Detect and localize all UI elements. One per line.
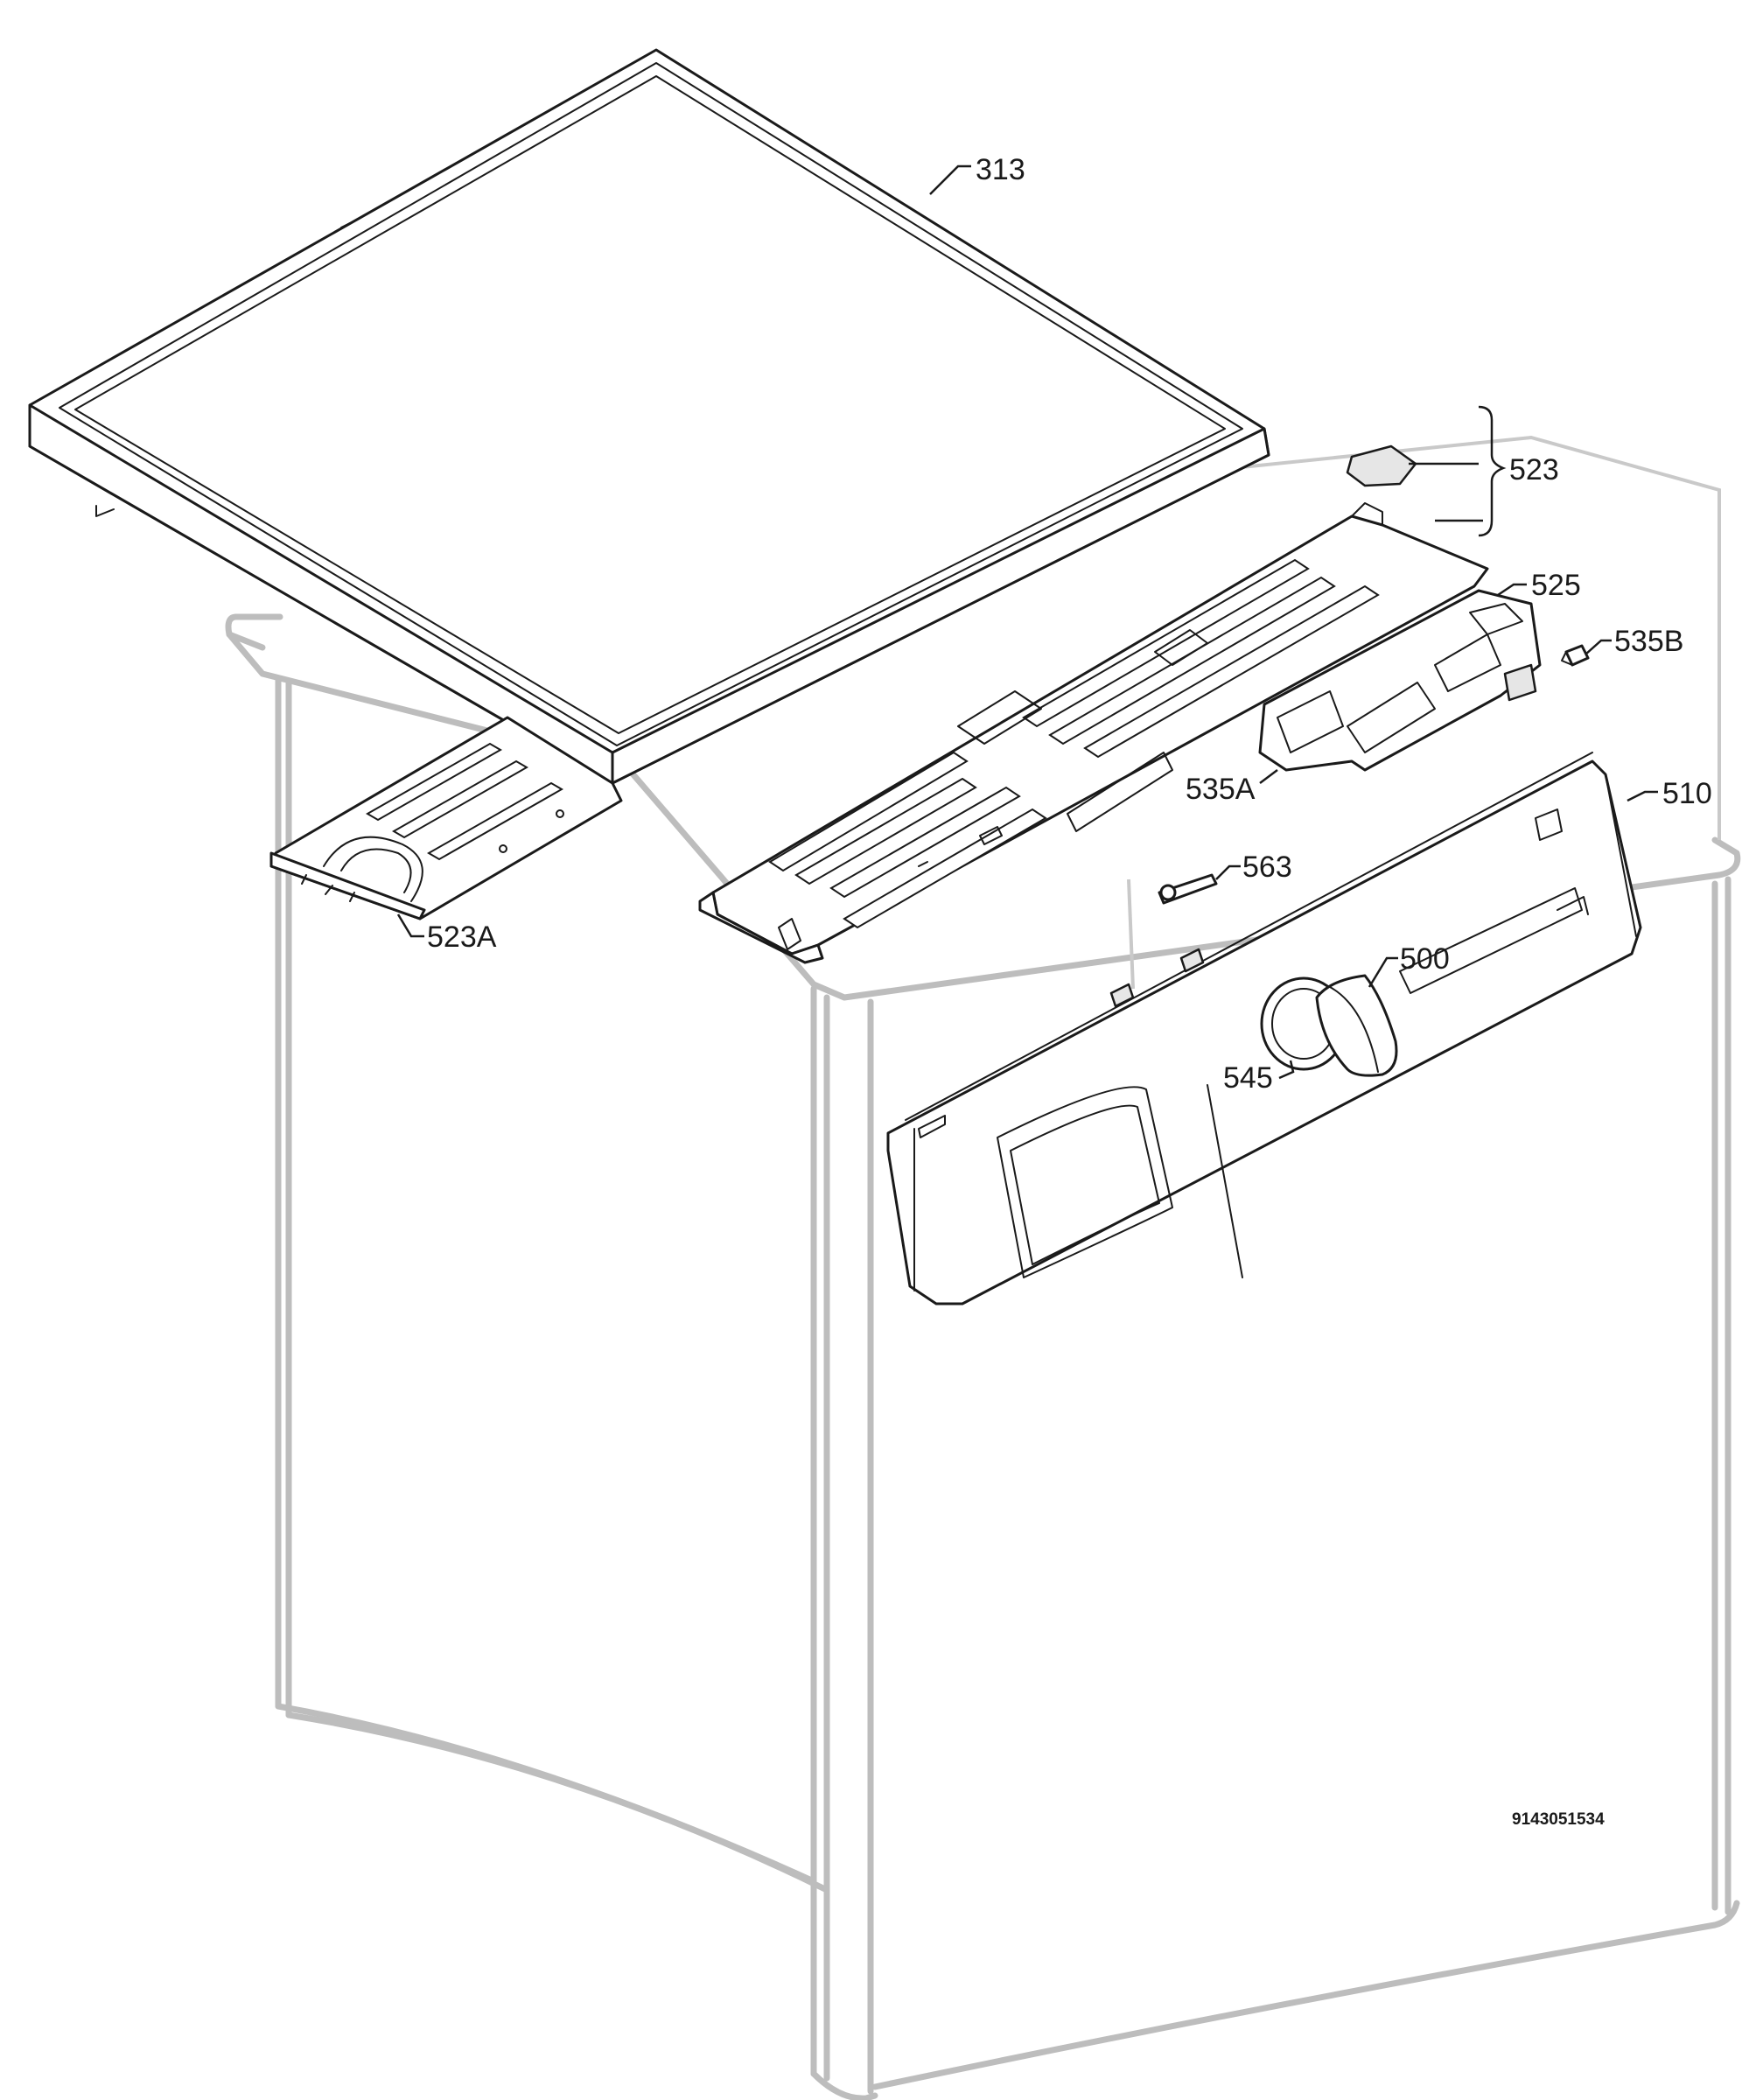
screw-cap — [1346, 444, 1417, 487]
led-lens — [1158, 873, 1218, 905]
label-523a: 523A — [427, 920, 497, 954]
leader-523a — [396, 914, 424, 938]
top-rail-bracket — [698, 502, 1489, 964]
leader-500 — [1368, 956, 1398, 988]
drawing-number: 9143051534 — [1512, 1810, 1605, 1829]
leader-510 — [1627, 790, 1658, 802]
label-313: 313 — [976, 153, 1025, 186]
label-563: 563 — [1242, 850, 1292, 884]
leader-535a — [1259, 769, 1278, 784]
top-cover — [28, 48, 1270, 785]
control-panel-rear-bracket — [269, 716, 623, 920]
leader-525 — [1497, 583, 1527, 597]
callout-labels: 313 523 525 535B 535A 510 563 500 545 52… — [427, 153, 1712, 1829]
leader-lines — [396, 164, 1658, 1080]
leader-563 — [1215, 864, 1241, 880]
leader-545 — [1278, 1060, 1295, 1080]
label-535a: 535A — [1186, 773, 1256, 806]
leader-313 — [929, 164, 971, 195]
pcb-assembly-a — [1258, 589, 1542, 772]
label-535b: 535B — [1614, 625, 1683, 658]
label-545: 545 — [1223, 1061, 1273, 1095]
program-knob — [1315, 974, 1398, 1077]
leader-535b — [1585, 639, 1612, 655]
brace-523 — [1478, 405, 1507, 537]
label-510: 510 — [1662, 777, 1712, 810]
label-500: 500 — [1400, 942, 1450, 976]
label-523: 523 — [1509, 453, 1559, 486]
pcb-b-connector — [1561, 644, 1590, 667]
label-525: 525 — [1531, 569, 1581, 602]
cabinet-outline — [225, 435, 1741, 2100]
